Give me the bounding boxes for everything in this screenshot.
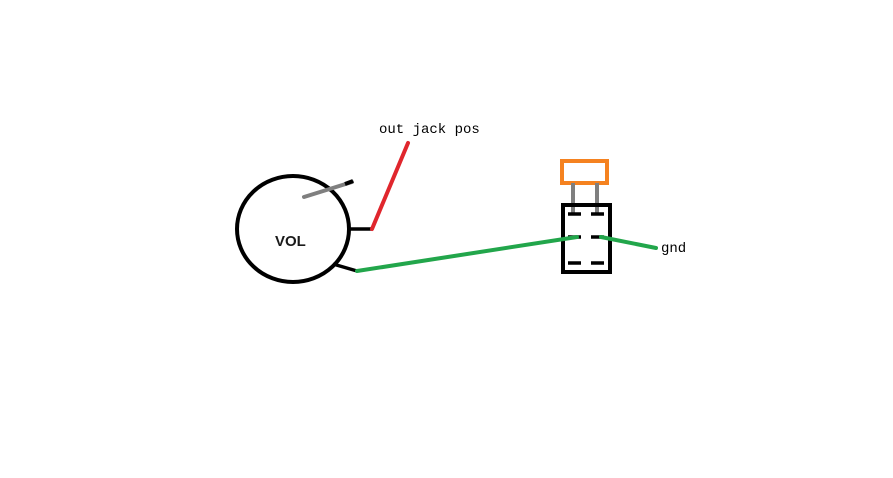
volume-pot-body	[235, 174, 351, 284]
ground-wire-switch-to-gnd	[599, 235, 658, 250]
ground-wire-pot-to-switch	[355, 235, 579, 273]
output-jack-label: out jack pos	[379, 122, 480, 138]
volume-pot-wiper-tip	[344, 179, 354, 186]
volume-pot-wiper	[302, 180, 354, 199]
output-jack-wire	[370, 141, 410, 231]
toggle-switch	[560, 159, 612, 274]
switch-lever	[560, 159, 609, 185]
volume-pot: VOL	[235, 174, 372, 284]
volume-pot-ground-lug	[332, 262, 358, 273]
ground-label: gnd	[661, 241, 686, 257]
volume-pot-label: VOL	[275, 233, 306, 250]
